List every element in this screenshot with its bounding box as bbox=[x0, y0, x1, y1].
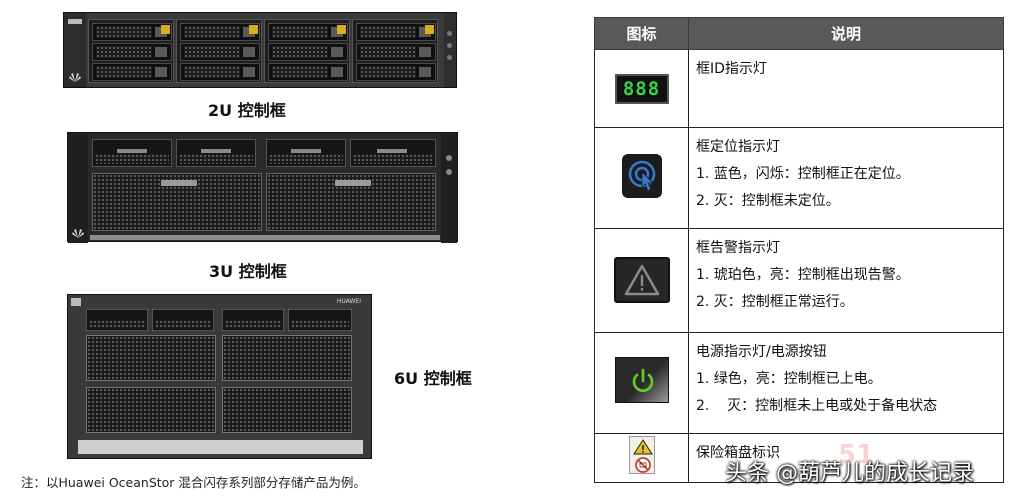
faint-red-stamp: 51 bbox=[838, 440, 875, 470]
drive-slot bbox=[180, 63, 260, 81]
fan-module bbox=[86, 335, 216, 381]
table-row: 框定位指示灯 1. 蓝色，闪烁：控制框正在定位。 2. 灭：控制框未定位。 bbox=[594, 127, 1004, 230]
display-digits: 888 bbox=[622, 77, 661, 100]
drive-group bbox=[352, 19, 438, 83]
controller-bay bbox=[266, 139, 346, 167]
icon-cell bbox=[594, 127, 689, 230]
right-ear bbox=[444, 13, 456, 87]
model-tag bbox=[68, 19, 82, 24]
warning-label-icon bbox=[425, 25, 434, 34]
drive-group bbox=[176, 19, 262, 83]
controller-bay bbox=[152, 309, 214, 331]
status-led-icon bbox=[446, 155, 452, 161]
row-item: 1. 琥珀色，亮：控制框出现告警。 bbox=[696, 267, 910, 284]
digit-display-icon: 888 bbox=[614, 73, 669, 104]
watermark: 头条 @葫芦儿的成长记录 bbox=[725, 461, 974, 486]
table-row: 框告警指示灯 1. 琥珀色，亮：控制框出现告警。 2. 灭：控制框正常运行。 bbox=[594, 228, 1004, 333]
row-title: 保险箱盘标识 bbox=[696, 444, 780, 461]
fan-module bbox=[266, 173, 436, 231]
drive-slot bbox=[356, 63, 436, 81]
controller-bay bbox=[86, 309, 148, 331]
icon-cell: 888 bbox=[594, 48, 689, 129]
fan-module bbox=[86, 387, 216, 433]
controller-bay bbox=[350, 139, 436, 167]
drive-slot bbox=[92, 23, 172, 41]
description-cell: 框ID指示灯 bbox=[688, 48, 1004, 129]
status-led-icon bbox=[446, 169, 452, 175]
safe-box-icon bbox=[628, 436, 655, 475]
icon-cell bbox=[594, 331, 689, 434]
table-row: 888 框ID指示灯 bbox=[594, 48, 1004, 129]
header-description: 说明 bbox=[688, 17, 1004, 50]
controller-bay bbox=[176, 139, 256, 167]
chassis-3u-image bbox=[67, 132, 458, 243]
warning-label-icon bbox=[161, 25, 170, 34]
description-cell: 框定位指示灯 1. 蓝色，闪烁：控制框正在定位。 2. 灭：控制框未定位。 bbox=[688, 127, 1004, 230]
indicator-legend-table: 图标 说明 888 框ID指示灯 bbox=[594, 17, 1004, 484]
chassis-2u-image bbox=[63, 12, 457, 88]
brand-logo: HUAWEI bbox=[336, 298, 361, 305]
row-title: 框定位指示灯 bbox=[696, 139, 780, 156]
table-row: 保险箱盘标识 bbox=[594, 432, 1004, 484]
figure-label-3u: 3U 控制框 bbox=[209, 262, 287, 281]
row-item: 2. 灭：控制框正常运行。 bbox=[696, 294, 854, 311]
drive-slot bbox=[268, 43, 348, 61]
drive-slot bbox=[356, 23, 436, 41]
drive-slot bbox=[92, 43, 172, 61]
fan-module bbox=[92, 173, 262, 231]
drive-slot bbox=[356, 43, 436, 61]
locate-icon bbox=[621, 154, 662, 199]
icon-cell bbox=[594, 432, 689, 484]
status-led-icon bbox=[447, 43, 452, 48]
chassis-6u-image: HUAWEI bbox=[67, 294, 372, 459]
status-led-icon bbox=[447, 55, 452, 60]
controller-bay bbox=[222, 309, 284, 331]
description-cell: 保险箱盘标识 bbox=[688, 432, 1004, 484]
left-ear bbox=[68, 133, 88, 243]
huawei-logo-icon bbox=[69, 67, 81, 82]
drive-slot bbox=[92, 63, 172, 81]
icon-cell bbox=[594, 228, 689, 333]
row-item: 1. 蓝色，闪烁：控制框正在定位。 bbox=[696, 166, 910, 183]
figure-label-6u: 6U 控制框 bbox=[394, 369, 472, 388]
controller-bay bbox=[288, 309, 352, 331]
row-item: 2. 灭：控制框未定位。 bbox=[696, 193, 840, 210]
table-row: 电源指示灯/电源按钮 1. 绿色，亮：控制框已上电。 2. 灭：控制框未上电或处… bbox=[594, 331, 1004, 434]
footnote: 注：以Huawei OceanStor 混合闪存系列部分存储产品为例。 bbox=[21, 475, 366, 490]
warning-label-icon bbox=[337, 25, 346, 34]
bottom-panel bbox=[78, 440, 363, 454]
row-item: 1. 绿色，亮：控制框已上电。 bbox=[696, 370, 882, 387]
drive-slot bbox=[268, 23, 348, 41]
right-ear bbox=[441, 133, 457, 243]
row-title: 框ID指示灯 bbox=[696, 61, 767, 77]
fan-module bbox=[222, 387, 352, 433]
fan-module bbox=[222, 335, 352, 381]
status-led-icon bbox=[447, 31, 452, 36]
description-cell: 框告警指示灯 1. 琥珀色，亮：控制框出现告警。 2. 灭：控制框正常运行。 bbox=[688, 228, 1004, 333]
row-item: 2. 灭：控制框未上电或处于备电状态 bbox=[696, 397, 938, 414]
drive-slot bbox=[268, 63, 348, 81]
drive-slot bbox=[180, 43, 260, 61]
header-icon: 图标 bbox=[594, 17, 689, 50]
figure-label-2u: 2U 控制框 bbox=[208, 101, 286, 120]
left-ear bbox=[64, 13, 86, 87]
controller-bay bbox=[92, 139, 172, 167]
row-title: 电源指示灯/电源按钮 bbox=[696, 343, 827, 360]
drive-group bbox=[88, 19, 174, 83]
bottom-rail bbox=[90, 235, 440, 240]
description-cell: 电源指示灯/电源按钮 1. 绿色，亮：控制框已上电。 2. 灭：控制框未上电或处… bbox=[688, 331, 1004, 434]
drive-slot bbox=[180, 23, 260, 41]
model-tag bbox=[71, 298, 81, 306]
drive-group bbox=[264, 19, 350, 83]
power-icon[interactable] bbox=[614, 357, 669, 404]
row-title: 框告警指示灯 bbox=[696, 240, 780, 257]
alarm-icon bbox=[613, 256, 670, 303]
warning-label-icon bbox=[249, 25, 258, 34]
huawei-logo-icon bbox=[72, 223, 84, 238]
